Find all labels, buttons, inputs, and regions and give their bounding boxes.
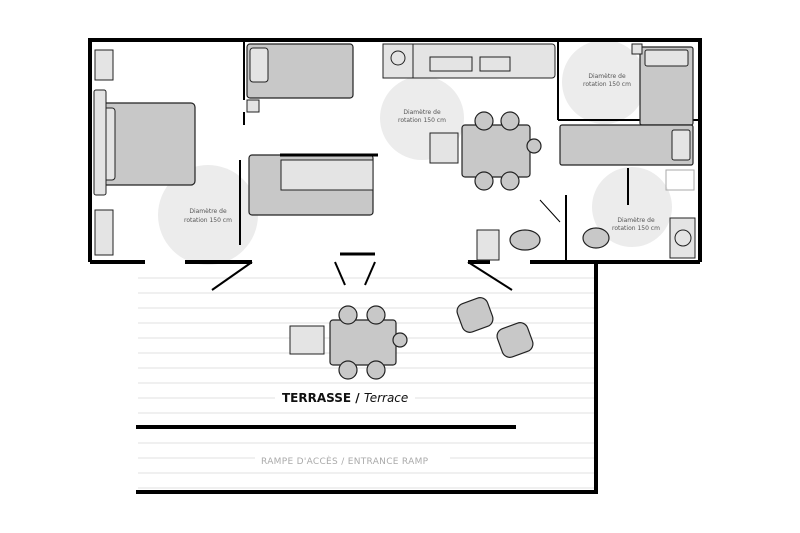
fridge <box>382 43 414 79</box>
sink <box>429 56 473 72</box>
sofa-seat <box>280 159 374 191</box>
shower <box>665 169 695 191</box>
wardrobe-top <box>94 49 114 81</box>
rotation-label: Diamètre de <box>588 73 626 80</box>
nightstand <box>246 99 260 113</box>
terrace-label: TERRASSE / Terrace <box>282 391 408 405</box>
armchair-2 <box>496 322 534 358</box>
single-bed-pillow <box>249 47 269 83</box>
rotation-label: rotation 150 cm <box>398 117 446 124</box>
wheelchair-icon <box>289 325 325 355</box>
rotation-circle-bedroom-2 <box>562 40 646 124</box>
rotation-label: Diamètre de <box>403 109 441 116</box>
wall-lamp <box>631 43 643 55</box>
rotation-circle-bathroom <box>592 167 672 247</box>
bunk-bed-lower <box>559 124 694 166</box>
rotation-labels: Diamètre de rotation 150 cm Diamètre de … <box>184 73 660 232</box>
toilet-2 <box>582 227 610 249</box>
wardrobe-bottom <box>94 209 114 256</box>
dining-table <box>429 111 542 191</box>
walls <box>88 38 702 494</box>
toilet-1 <box>509 229 541 251</box>
stove <box>479 56 511 72</box>
doors <box>211 199 561 291</box>
ramp-label: RAMPE D'ACCÈS / ENTRANCE RAMP <box>261 455 429 467</box>
armchair-1 <box>456 297 494 333</box>
rotation-label: Diamètre de <box>189 208 227 215</box>
rotation-label: rotation 150 cm <box>612 225 660 232</box>
wc-cabinet <box>476 229 500 261</box>
rotation-label: rotation 150 cm <box>583 81 631 88</box>
single-bed <box>246 43 354 99</box>
bed-headboard <box>93 89 107 196</box>
rotation-circle-bedroom <box>158 165 258 265</box>
rotation-label: rotation 150 cm <box>184 217 232 224</box>
rotation-label: Diamètre de <box>617 217 655 224</box>
terrace-table <box>289 305 408 380</box>
wheelchair-icon <box>429 132 459 164</box>
rotation-circles <box>158 40 672 265</box>
fridge-fan-icon <box>390 50 406 66</box>
